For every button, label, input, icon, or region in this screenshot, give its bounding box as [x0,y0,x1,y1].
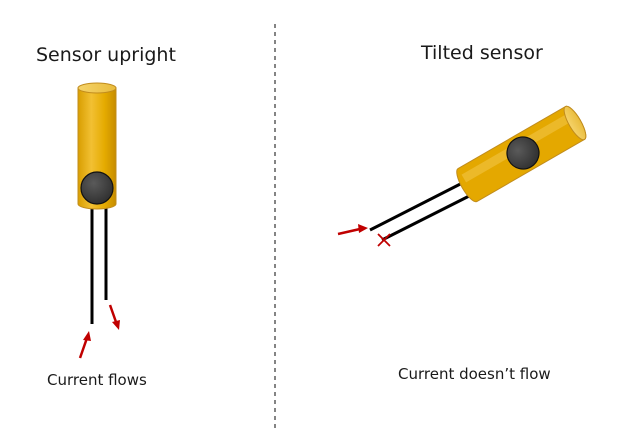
sensor-ball [506,136,540,170]
current-arrow-icon [78,331,91,359]
sensor-cap [563,105,587,141]
current-arrow-icon [337,224,368,236]
tilt-sensor-tilted-icon [369,105,587,242]
left-panel-title: Sensor upright [36,44,176,66]
right-panel-caption: Current doesn’t flow [398,365,551,383]
sensor-cap [77,82,117,94]
tilt-sensor-upright-icon [77,82,117,324]
sensor-ball [80,171,114,205]
right-panel-title: Tilted sensor [421,42,543,64]
left-panel-caption: Current flows [47,371,147,389]
cross-mark-icon [377,233,391,247]
current-arrow-icon [108,304,120,330]
